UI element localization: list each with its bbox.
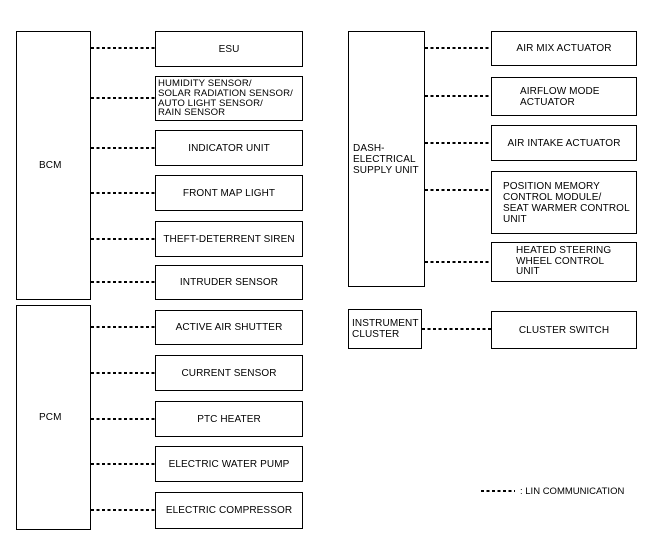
legend-label: : LIN COMMUNICATION [520,486,625,497]
bcm-box: BCM [16,31,91,300]
intruder-sensor-box: INTRUDER SENSOR [155,265,303,300]
ptc-heater-box: PTC HEATER [155,401,303,437]
ptc-heater-label: PTC HEATER [197,413,261,425]
air-intake-actuator-label: AIR INTAKE ACTUATOR [507,137,621,149]
electric-water-pump-box: ELECTRIC WATER PUMP [155,446,303,482]
esu-label: ESU [218,43,240,55]
cluster-switch-label: CLUSTER SWITCH [518,324,610,336]
air-intake-actuator-box: AIR INTAKE ACTUATOR [491,125,637,161]
air-mix-actuator-box: AIR MIX ACTUATOR [491,31,637,66]
theft-deterrent-siren-label: THEFT-DETERRENT SIREN [163,233,295,245]
current-sensor-box: CURRENT SENSOR [155,355,303,391]
intruder-sensor-label: INTRUDER SENSOR [179,277,279,288]
airflow-mode-actuator-box: AIRFLOW MODE ACTUATOR [491,77,637,116]
active-air-shutter-label: ACTIVE AIR SHUTTER [175,322,283,333]
esu-box: ESU [155,31,303,67]
theft-deterrent-siren-box: THEFT-DETERRENT SIREN [155,221,303,257]
cluster-switch-box: CLUSTER SWITCH [491,311,637,349]
instrument-cluster-box: INSTRUMENT CLUSTER [348,309,422,349]
position-memory-control-module-box: POSITION MEMORY CONTROL MODULE/ SEAT WAR… [491,171,637,234]
heated-steering-wheel-control-unit-box: HEATED STEERING WHEEL CONTROL UNIT [491,242,637,282]
dash-electrical-supply-unit-label: DASH- ELECTRICAL SUPPLY UNIT [353,142,419,176]
front-map-light-box: FRONT MAP LIGHT [155,175,303,211]
electric-compressor-label: ELECTRIC COMPRESSOR [165,505,293,516]
air-mix-actuator-label: AIR MIX ACTUATOR [516,43,612,54]
indicator-unit-label: INDICATOR UNIT [188,142,270,154]
position-memory-control-module-label: POSITION MEMORY CONTROL MODULE/ SEAT WAR… [503,180,630,225]
airflow-mode-actuator-label: AIRFLOW MODE ACTUATOR [520,85,600,108]
instrument-cluster-label: INSTRUMENT CLUSTER [352,318,419,340]
dash-electrical-supply-unit-box: DASH- ELECTRICAL SUPPLY UNIT [348,31,425,287]
electric-compressor-box: ELECTRIC COMPRESSOR [155,492,303,529]
electric-water-pump-label: ELECTRIC WATER PUMP [168,458,290,470]
humidity-sensor-label: HUMIDITY SENSOR/ SOLAR RADIATION SENSOR/… [158,78,293,119]
bcm-label: BCM [39,160,62,171]
indicator-unit-box: INDICATOR UNIT [155,130,303,166]
humidity-sensor-box: HUMIDITY SENSOR/ SOLAR RADIATION SENSOR/… [155,76,303,121]
pcm-box: PCM [16,305,91,530]
current-sensor-label: CURRENT SENSOR [181,367,277,379]
active-air-shutter-box: ACTIVE AIR SHUTTER [155,310,303,345]
front-map-light-label: FRONT MAP LIGHT [182,187,276,199]
heated-steering-wheel-control-unit-label: HEATED STEERING WHEEL CONTROL UNIT [516,245,612,278]
pcm-label: PCM [39,412,62,423]
